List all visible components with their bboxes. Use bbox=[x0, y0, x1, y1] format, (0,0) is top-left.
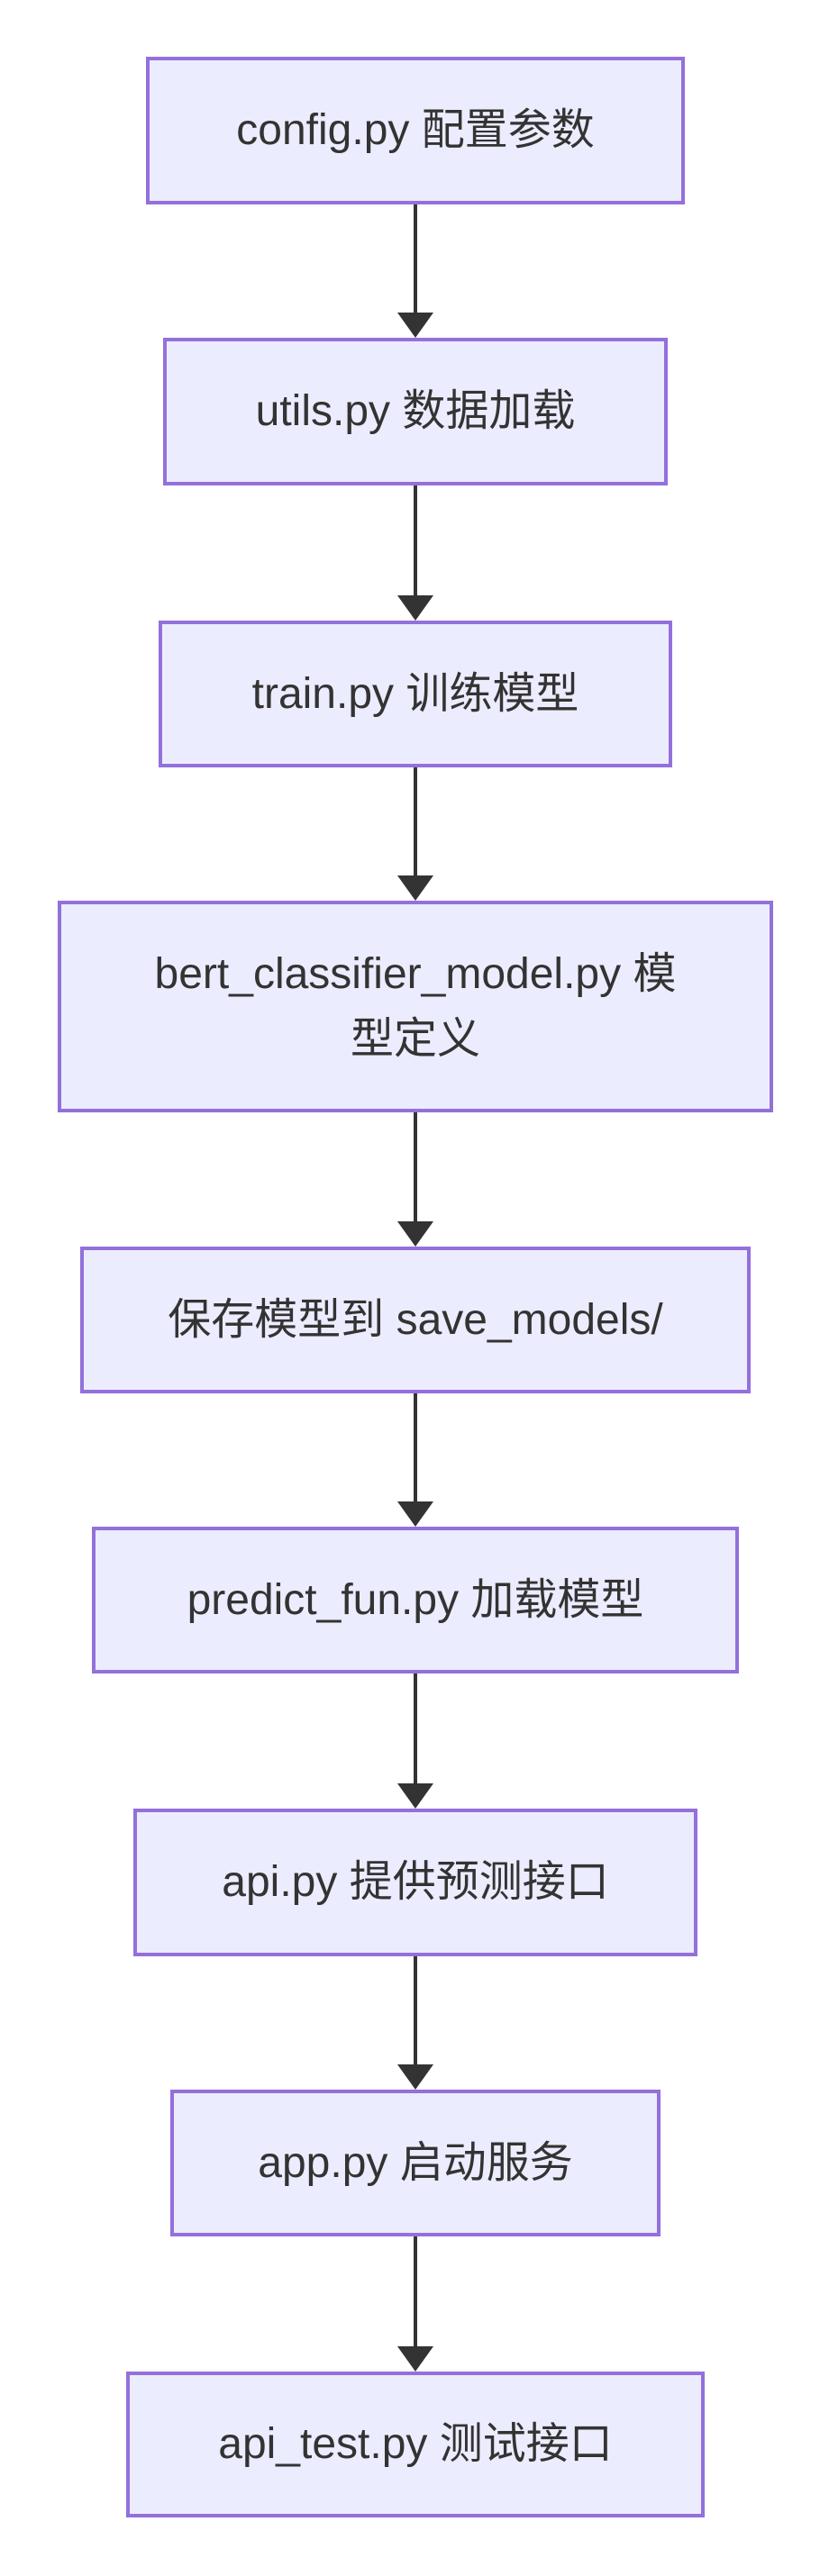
arrowhead-down-icon bbox=[397, 2346, 433, 2372]
edge-line-train-to-bert-model bbox=[414, 767, 417, 877]
node-utils-py: utils.py 数据加载 bbox=[163, 338, 668, 485]
node-api-py: api.py 提供预测接口 bbox=[133, 1809, 697, 1956]
edge-line-predict-fun-to-api bbox=[414, 1673, 417, 1785]
node-config-py: config.py 配置参数 bbox=[146, 57, 685, 204]
arrowhead-down-icon bbox=[397, 1221, 433, 1247]
edge-line-config-to-utils bbox=[414, 204, 417, 314]
node-predict-fun-py: predict_fun.py 加载模型 bbox=[92, 1527, 739, 1673]
edge-line-save-models-to-predict-fun bbox=[414, 1393, 417, 1503]
arrowhead-down-icon bbox=[397, 1501, 433, 1527]
node-app-py: app.py 启动服务 bbox=[170, 2090, 661, 2236]
node-train-py: train.py 训练模型 bbox=[159, 621, 672, 767]
arrowhead-down-icon bbox=[397, 2064, 433, 2090]
node-bert-classifier-model-py: bert_classifier_model.py 模 型定义 bbox=[58, 901, 773, 1112]
edge-line-utils-to-train bbox=[414, 485, 417, 597]
arrowhead-down-icon bbox=[397, 1783, 433, 1809]
arrowhead-down-icon bbox=[397, 313, 433, 338]
edge-line-bert-model-to-save-models bbox=[414, 1112, 417, 1223]
arrowhead-down-icon bbox=[397, 875, 433, 901]
arrowhead-down-icon bbox=[397, 595, 433, 621]
node-api-test-py: api_test.py 测试接口 bbox=[126, 2372, 705, 2517]
node-save-models: 保存模型到 save_models/ bbox=[80, 1247, 751, 1393]
edge-line-app-to-api-test bbox=[414, 2236, 417, 2348]
edge-line-api-to-app bbox=[414, 1956, 417, 2066]
